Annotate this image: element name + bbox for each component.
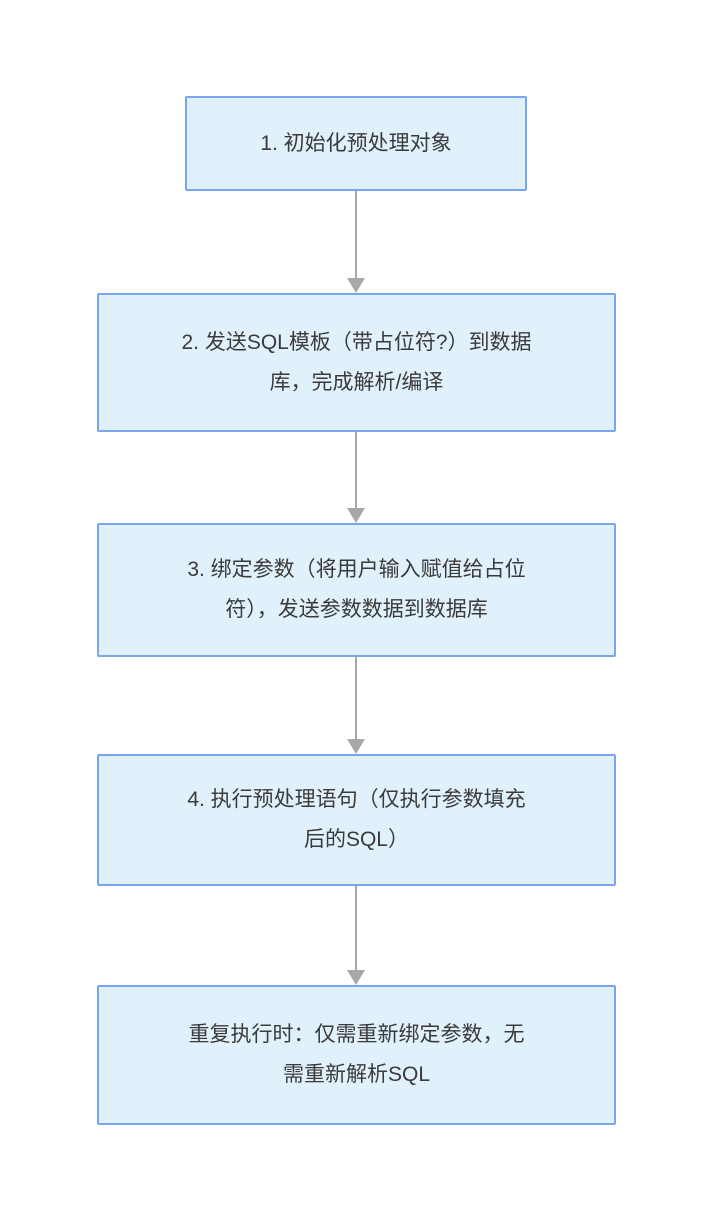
flow-step-4: 4. 执行预处理语句（仅执行参数填充 后的SQL）	[97, 754, 616, 886]
connector-arrow-1	[346, 191, 366, 293]
arrow-down-icon	[347, 970, 365, 985]
arrow-down-icon	[347, 508, 365, 523]
arrow-line	[355, 191, 357, 278]
arrow-line	[355, 432, 357, 508]
flow-step-5: 重复执行时：仅需重新绑定参数，无 需重新解析SQL	[97, 985, 616, 1125]
flow-step-1: 1. 初始化预处理对象	[185, 96, 527, 191]
connector-arrow-4	[346, 886, 366, 985]
arrow-line	[355, 657, 357, 739]
flow-step-5-label: 重复执行时：仅需重新绑定参数，无 需重新解析SQL	[188, 1023, 525, 1086]
arrow-down-icon	[347, 278, 365, 293]
flow-step-2: 2. 发送SQL模板（带占位符?）到数据 库，完成解析/编译	[97, 293, 616, 432]
flow-step-4-label: 4. 执行预处理语句（仅执行参数填充 后的SQL）	[187, 788, 526, 851]
connector-arrow-2	[346, 432, 366, 523]
arrow-down-icon	[347, 739, 365, 754]
connector-arrow-3	[346, 657, 366, 754]
flow-step-1-label: 1. 初始化预处理对象	[260, 131, 452, 155]
arrow-line	[355, 886, 357, 970]
flow-step-3: 3. 绑定参数（将用户输入赋值给占位 符），发送参数数据到数据库	[97, 523, 616, 657]
flow-step-3-label: 3. 绑定参数（将用户输入赋值给占位 符），发送参数数据到数据库	[187, 558, 526, 621]
flow-step-2-label: 2. 发送SQL模板（带占位符?）到数据 库，完成解析/编译	[181, 330, 532, 394]
